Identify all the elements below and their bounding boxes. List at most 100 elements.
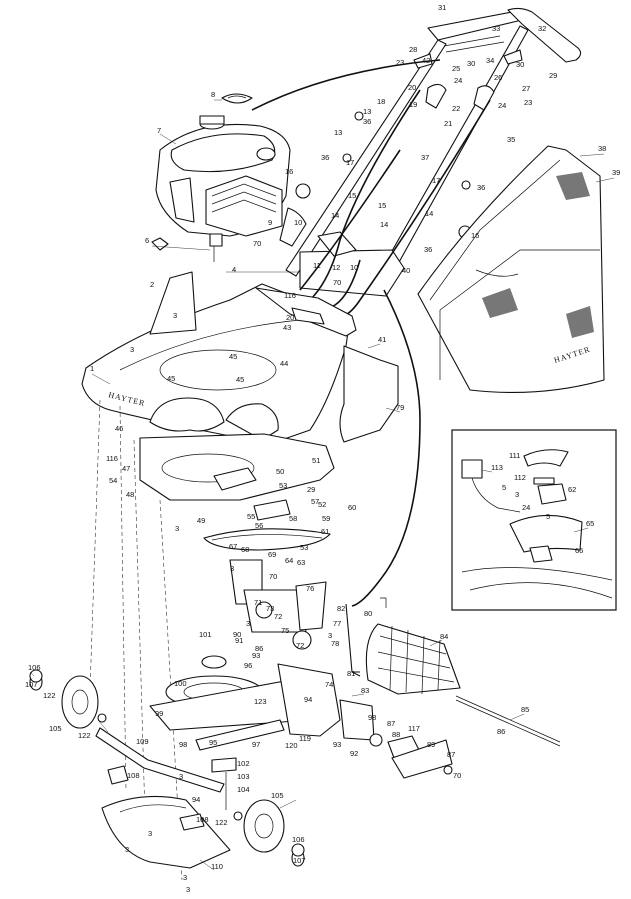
callout-c6: 6: [145, 236, 149, 245]
callout-c100: 100: [174, 679, 187, 688]
callout-c77: 77: [333, 619, 341, 628]
callout-c20b: 20: [286, 313, 294, 322]
callout-c83: 83: [361, 686, 369, 695]
callout-c69: 69: [268, 550, 276, 559]
callout-c23a: 23: [396, 58, 404, 67]
rear-roller: [365, 623, 561, 747]
callout-c104: 104: [237, 785, 250, 794]
gearbox-parts: [369, 733, 453, 779]
callout-c25: 25: [452, 64, 460, 73]
callout-c3g: 3: [179, 772, 183, 781]
callout-c53b: 53: [300, 543, 308, 552]
callout-c97: 97: [252, 740, 260, 749]
callout-c113: 113: [491, 463, 503, 472]
callout-c37: 37: [421, 153, 429, 162]
callout-c1: 1: [90, 364, 94, 373]
callout-c3d: 3: [230, 564, 234, 573]
front-axle-assembly: [95, 719, 285, 869]
callout-c14c: 14: [380, 220, 388, 229]
callout-c3f: 3: [328, 631, 332, 640]
callout-c51: 51: [312, 456, 320, 465]
callout-c84: 84: [440, 632, 448, 641]
callout-c75: 75: [281, 626, 289, 635]
callout-c70a: 70: [253, 239, 261, 248]
callout-c105b: 105: [271, 791, 284, 800]
callout-c2: 2: [150, 280, 154, 289]
callout-c49: 49: [197, 516, 205, 525]
callout-c42: 42: [422, 56, 430, 65]
callout-c72a: 72: [274, 612, 282, 621]
callout-c60: 60: [348, 503, 356, 512]
callout-c30b: 30: [516, 60, 524, 69]
callout-c32: 32: [538, 24, 546, 33]
callout-c16b: 16: [471, 231, 479, 240]
callout-c61: 61: [321, 527, 329, 536]
callout-c68: 68: [241, 545, 249, 554]
callout-c86b: 86: [497, 727, 505, 736]
callout-c106a: 106: [28, 663, 41, 672]
callout-c65: 65: [586, 519, 594, 528]
callout-c79: 79: [396, 403, 404, 412]
callout-c41: 41: [378, 335, 386, 344]
callout-c43: 43: [283, 323, 291, 332]
callout-c40: 40: [402, 266, 410, 275]
callout-c101: 101: [199, 630, 212, 639]
callout-c86: 86: [255, 644, 263, 653]
callout-c30a: 30: [467, 59, 475, 68]
callout-c26: 26: [494, 73, 502, 82]
callout-c96: 96: [244, 661, 252, 670]
callout-c10b: 10: [350, 263, 358, 272]
leader-lines: [29, 99, 615, 871]
callout-c35: 35: [507, 135, 515, 144]
callout-c17a: 17: [346, 158, 354, 167]
callout-c48: 48: [126, 490, 134, 499]
callout-c3l: 3: [515, 490, 519, 499]
callout-c3b: 3: [130, 345, 134, 354]
callout-c18: 18: [377, 97, 385, 106]
callout-c70b: 70: [333, 278, 341, 287]
callout-c34: 34: [486, 56, 494, 65]
callout-c8: 8: [211, 90, 215, 99]
engine: [151, 115, 291, 262]
callout-c52: 52: [318, 500, 326, 509]
callout-c116a: 116: [284, 291, 296, 300]
callout-c70d: 70: [453, 771, 461, 780]
callout-c119: 119: [299, 734, 311, 743]
callout-c94b: 94: [192, 795, 200, 804]
callout-c88: 88: [392, 730, 400, 739]
callout-c12: 12: [332, 263, 340, 272]
callout-c82: 82: [337, 604, 345, 613]
callout-c36b: 36: [321, 153, 329, 162]
callout-c94: 94: [304, 695, 312, 704]
callout-c99: 99: [155, 709, 163, 718]
callout-c71: 71: [254, 598, 262, 607]
callout-c16a: 16: [285, 167, 293, 176]
callout-c14a: 14: [331, 211, 339, 220]
callout-c67: 67: [229, 542, 237, 551]
callout-c46: 46: [115, 424, 123, 433]
callout-c15a: 15: [348, 191, 356, 200]
callout-c31: 31: [438, 3, 446, 12]
callout-c3i: 3: [148, 829, 152, 838]
callout-c59: 59: [322, 514, 330, 523]
callout-c112: 112: [514, 473, 526, 482]
callout-c24a: 24: [454, 76, 462, 85]
callout-c80: 80: [364, 609, 372, 618]
callout-c87b: 87: [447, 750, 455, 759]
callout-c45a: 45: [229, 352, 237, 361]
callout-c109: 109: [136, 737, 149, 746]
callout-c98b: 98: [179, 740, 187, 749]
callout-c4: 4: [232, 265, 236, 274]
callout-c54: 54: [109, 476, 117, 485]
callout-c55: 55: [247, 512, 255, 521]
callout-c120: 120: [285, 741, 298, 750]
wheels: [29, 669, 305, 867]
callout-c27: 27: [522, 84, 530, 93]
callout-c3j: 3: [183, 873, 187, 882]
callout-c57: 57: [311, 497, 319, 506]
callout-c3k: 3: [186, 885, 190, 894]
callout-c122a: 122: [43, 691, 56, 700]
